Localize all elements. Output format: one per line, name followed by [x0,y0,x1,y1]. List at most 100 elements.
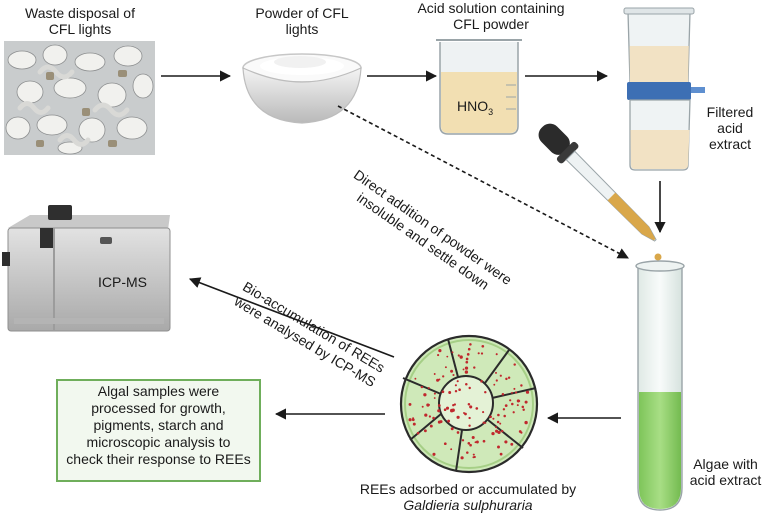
ree-dot [505,377,508,381]
arrow-dashed-powder-to-tube [337,105,629,259]
label-filtered-line-2: acid [717,120,743,136]
ree-dot [465,357,469,361]
ree-dot [433,397,436,399]
ree-dot [427,386,430,390]
dropper-icon [538,123,662,261]
summary-line-3: pigments, starch and [93,417,224,433]
ree-dot [467,441,471,445]
ree-dot [495,429,499,433]
ree-dot [501,392,505,396]
label-filtered-line-3: extract [708,136,751,152]
ree-dot [454,384,457,387]
ree-dot [473,455,476,459]
summary-line-4: microscopic analysis to [86,434,231,450]
ree-dot [510,442,514,446]
ree-dot [481,344,485,348]
label-rees-adsorbed: REEs adsorbed or accumulated by Galdieri… [328,481,608,513]
label-powder-line-1: Powder of CFL [255,5,349,21]
ree-dot [475,407,479,410]
ree-dot [438,349,442,353]
processing-summary-box: Algal samples were processed for growth,… [56,379,261,482]
ree-dot [484,390,487,394]
beaker-icon [436,39,522,135]
ree-dot [495,426,497,429]
ree-dot [466,353,470,356]
label-filtered-extract: Filtered acid extract [700,104,760,152]
label-waste-disposal: Waste disposal of CFL lights [10,5,150,37]
ree-dot [512,411,515,414]
ree-dot [493,383,496,386]
ree-dot [499,422,502,425]
label-icp-ms: ICP-MS [98,274,147,290]
ree-dot [524,420,528,425]
ree-dot [450,448,453,451]
ree-dot [522,408,525,412]
ree-dot [521,405,525,409]
label-hno3: HNO3 [457,98,493,117]
ree-dot [443,408,447,411]
ree-dot [468,424,471,427]
ree-dot [466,451,469,454]
ree-dot [504,440,508,444]
ree-dot [444,366,447,369]
ree-dot [473,366,476,369]
label-waste-line-2: CFL lights [48,21,112,37]
label-algae-acid: Algae with acid extract [684,456,767,488]
label-waste-line-1: Waste disposal of [25,5,135,21]
label-algae-line-1: Algae with [693,456,758,472]
ree-dot [451,408,455,412]
ree-dot [514,391,518,394]
ree-dot [480,352,484,355]
label-filtered-line-1: Filtered [706,104,754,120]
ree-dot [436,378,440,382]
ree-dot [433,373,436,375]
ree-dot [423,393,427,397]
ree-dot [458,388,461,392]
ree-dot [474,441,477,444]
ree-dot [482,421,485,424]
arrow-dish-to-icp [188,277,395,358]
ree-dot [495,371,497,374]
ree-dot [499,452,503,456]
ree-dot [423,429,427,433]
label-algae-line-2: acid extract [689,472,762,488]
ree-dot [469,443,472,447]
ree-dot [509,399,512,402]
ree-dot [513,387,516,390]
summary-line-5: check their response to REEs [66,451,251,467]
ree-dot [428,415,432,418]
test-tube-icon [635,260,685,511]
ree-dot [482,439,486,443]
ree-dot [499,374,502,377]
ree-dot [441,390,445,394]
algae-cell-dish-icon [399,334,539,474]
ree-dot [420,385,424,389]
ree-dot [525,390,530,394]
ree-dot [464,366,469,370]
powder-bowl-icon [242,53,362,124]
ree-dot [504,404,508,407]
flow-arrows [161,70,666,424]
ree-dot [408,418,412,422]
label-species: Galdieria sulphuraria [403,497,533,513]
ree-dot [463,412,465,414]
ree-dot [460,456,464,460]
ree-dot [450,369,454,373]
hno3-text: HNO [457,98,489,114]
ree-dot [477,352,480,355]
ree-dot [438,378,441,381]
icp-ms-instrument-icon [2,205,171,332]
ree-dot [497,413,500,417]
ree-dot [464,370,469,374]
ree-dot [497,430,501,435]
ree-dot [437,409,441,413]
ree-dot [429,424,433,428]
ree-dot [412,417,415,420]
ree-dot [467,347,471,351]
ree-dot [448,391,452,394]
summary-line-1: Algal samples were [97,383,220,399]
label-acid-line-2: CFL powder [453,16,529,32]
ree-dot [461,439,465,442]
ree-dot [511,391,513,394]
ree-dot [511,402,514,406]
